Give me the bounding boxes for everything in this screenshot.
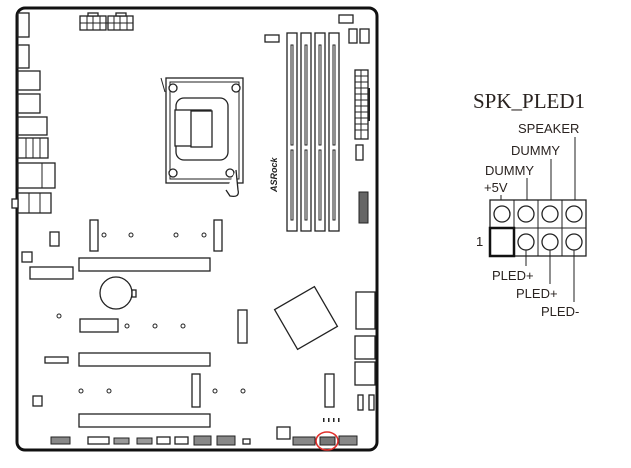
label-speaker: SPEAKER [518, 121, 579, 136]
chipset [273, 285, 339, 351]
atx-power-connector [354, 69, 370, 140]
sata-ports [354, 361, 376, 386]
pcie-slot-2 [78, 352, 211, 367]
usb3-header [358, 191, 369, 224]
header [348, 28, 358, 44]
label-pled-plus-1: PLED+ [492, 268, 534, 283]
highlight-circle [315, 431, 339, 451]
cpu-socket [160, 77, 244, 198]
m2-slot [324, 373, 335, 408]
rear-io-ports [11, 12, 56, 214]
header [44, 356, 69, 364]
m2-slot [237, 309, 248, 344]
m2-slot [213, 219, 223, 252]
label-plus5v: +5V [484, 180, 508, 195]
label-pled-plus-2: PLED+ [516, 286, 558, 301]
jumper [276, 426, 291, 440]
header [357, 394, 364, 411]
fan-header [264, 34, 280, 43]
sata-ports [354, 335, 376, 360]
usb-header [355, 144, 364, 161]
header [368, 394, 375, 411]
dimm-slots [286, 32, 340, 232]
label-dummy-2: DUMMY [511, 143, 560, 158]
cpu-power-connectors [79, 12, 134, 31]
label-pled-minus: PLED- [541, 304, 579, 319]
pcie-slot-3 [78, 413, 211, 428]
header [359, 28, 370, 44]
spk-pled1-header [319, 436, 336, 446]
standoff-holes [101, 232, 207, 238]
pin-1-square [488, 226, 516, 258]
jumper [21, 251, 33, 263]
label-dummy-1: DUMMY [485, 163, 534, 178]
fan-header [49, 231, 60, 247]
m2-slot [191, 373, 201, 408]
sata-ports [355, 291, 376, 330]
pin-1-marker: 1 [476, 234, 483, 249]
thunderbolt-header [29, 266, 74, 280]
m2-slot [89, 219, 99, 252]
bottom-headers [50, 435, 358, 446]
fan-header [338, 14, 354, 24]
asrock-logo: ASRock [269, 156, 279, 193]
jumper [32, 395, 43, 407]
pinout-diagram: SPK_PLED1 SPEAKER DUMMY DUMMY +5V 1 PLED… [473, 89, 587, 319]
pinout-title: SPK_PLED1 [473, 89, 585, 113]
cmos-battery [99, 276, 133, 310]
pcie-slot-1 [78, 257, 211, 272]
m2-slot-horizontal [79, 318, 119, 333]
